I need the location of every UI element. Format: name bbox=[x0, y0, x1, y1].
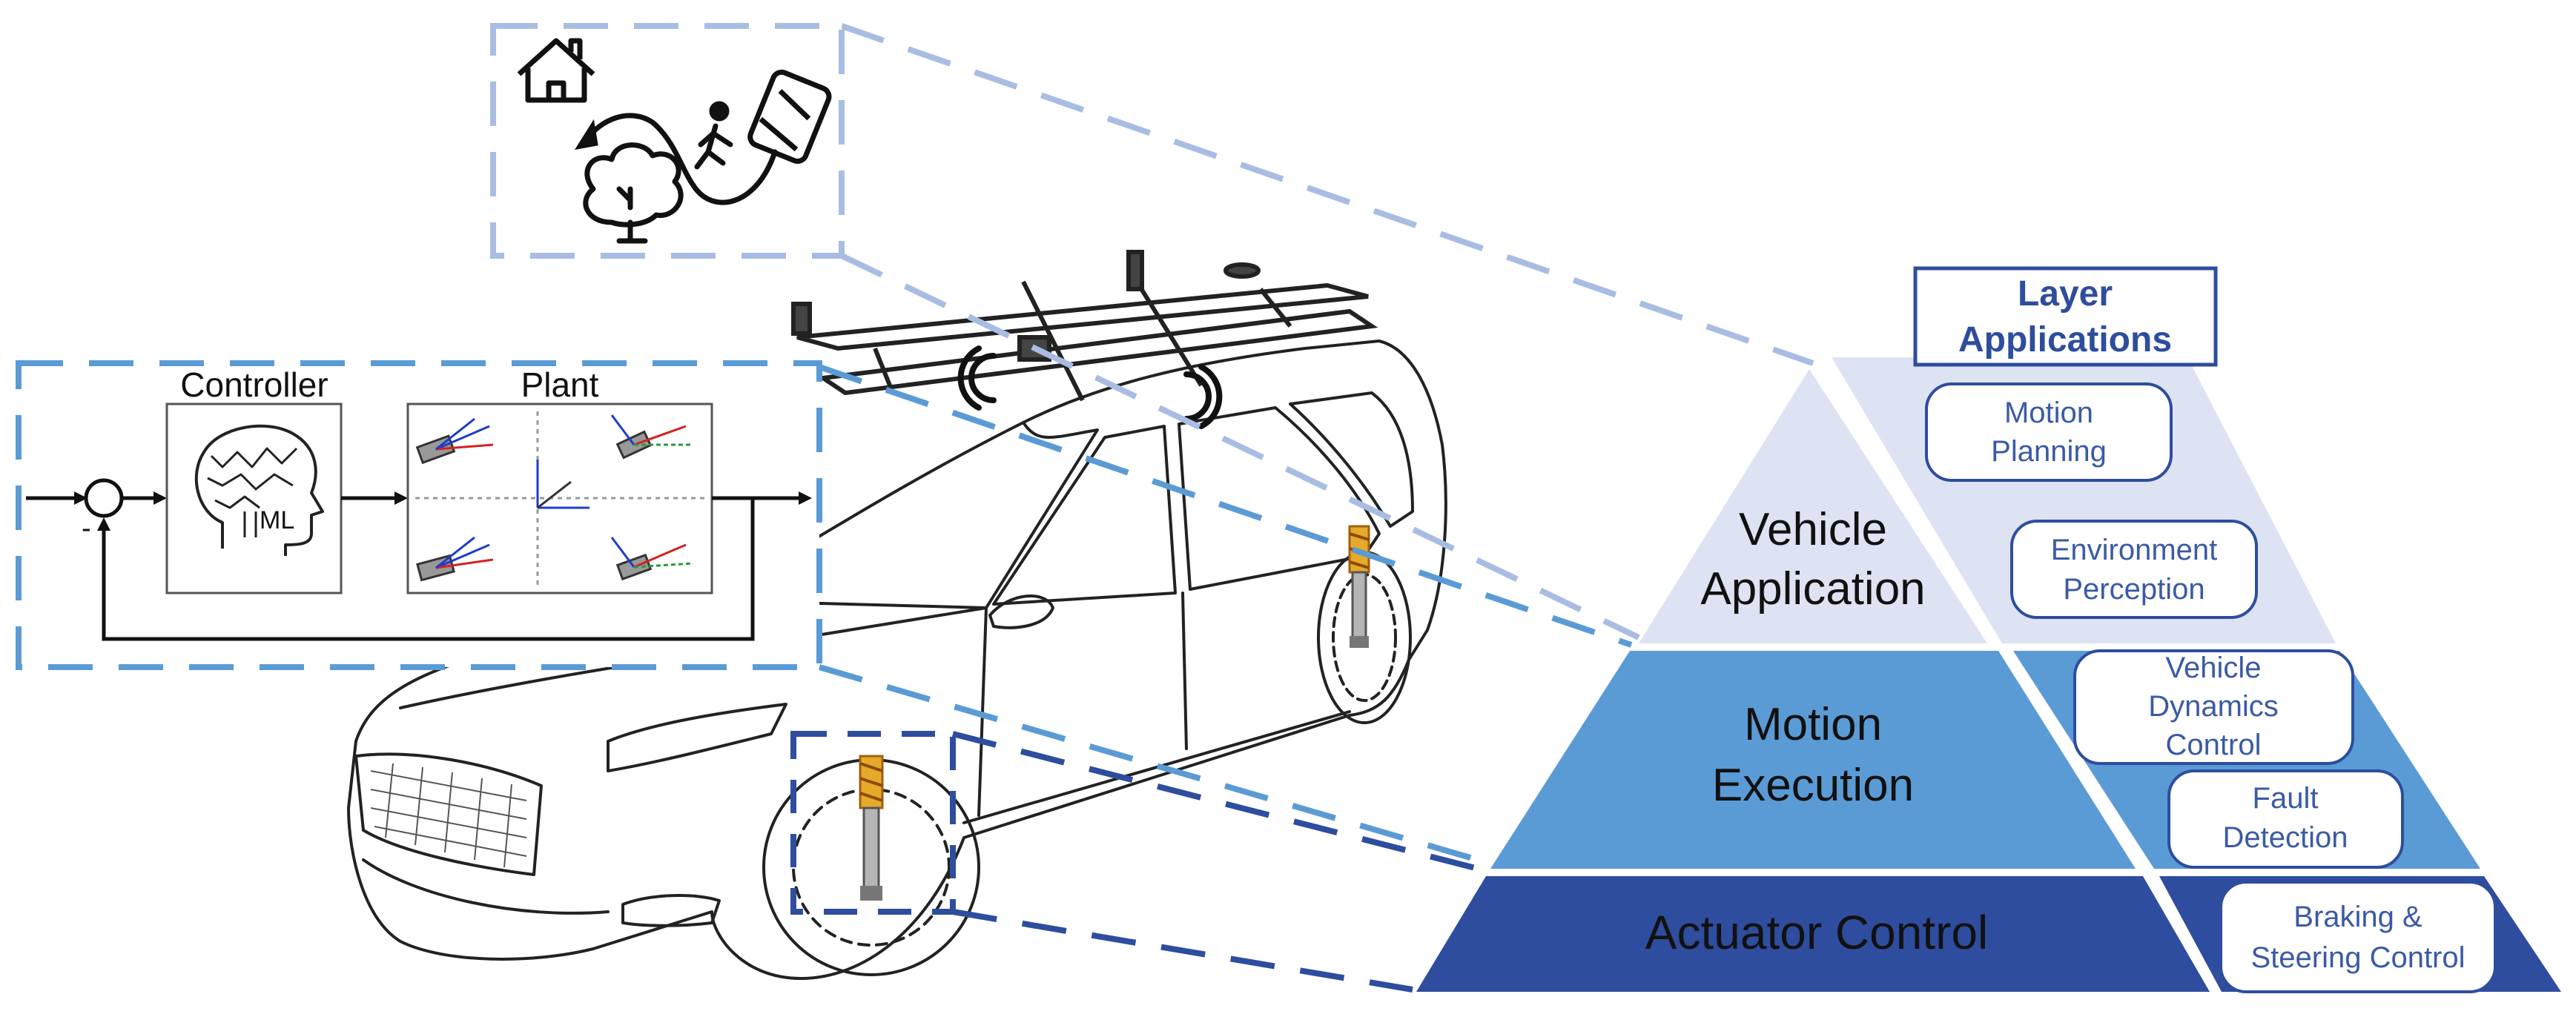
car-grille bbox=[354, 752, 543, 876]
applications-header-line2: Applications bbox=[1958, 320, 2172, 360]
plant-coordinate-sketch bbox=[415, 411, 704, 586]
radar-wave-icon bbox=[957, 345, 1223, 429]
car-window-front bbox=[992, 425, 1177, 606]
control-loop: - Controller ML Plant bbox=[26, 365, 812, 641]
actuator-box bbox=[790, 731, 956, 915]
plant-vehicle-tl bbox=[415, 417, 494, 465]
level-vehicle-application bbox=[1639, 369, 1987, 643]
car-foglight bbox=[621, 894, 721, 927]
applications-header: Layer Applications bbox=[1913, 266, 2218, 367]
projection-light-2 bbox=[840, 253, 1640, 640]
brain-icon bbox=[194, 424, 324, 556]
app-text: Planning bbox=[1991, 435, 2107, 468]
app-text: Environment bbox=[2051, 534, 2218, 566]
car-door-line-1 bbox=[977, 606, 988, 817]
app-text: Dynamics bbox=[2148, 690, 2279, 723]
level-actuator-control bbox=[1416, 876, 2210, 992]
car-windshield bbox=[710, 421, 1099, 609]
app-pill-braking-steering-control: Braking & Steering Control bbox=[2219, 881, 2497, 993]
level-label-application: Application bbox=[1700, 563, 1925, 614]
app-pill-motion-planning: Motion Planning bbox=[1925, 382, 2173, 482]
path-arrow bbox=[574, 113, 778, 205]
car-sill bbox=[962, 710, 1351, 824]
app-text: Fault bbox=[2253, 782, 2319, 815]
plant-vehicle-br bbox=[610, 537, 694, 581]
output-arrowhead bbox=[799, 491, 812, 505]
house-icon bbox=[517, 38, 595, 103]
grille-mesh bbox=[370, 763, 527, 868]
car-window-back bbox=[1289, 391, 1414, 528]
car-side-mirror bbox=[988, 594, 1054, 629]
pedestrian-icon bbox=[694, 101, 733, 170]
feedback-path bbox=[102, 498, 755, 641]
controller-block bbox=[165, 403, 343, 594]
applications-header-line1: Layer bbox=[2018, 274, 2113, 314]
plant-vehicle-tr bbox=[610, 414, 693, 460]
car-headlight bbox=[607, 703, 787, 772]
plant-arrowhead bbox=[394, 491, 408, 505]
level-label-actuator-control: Actuator Control bbox=[1645, 906, 1988, 959]
shock-absorber-icon bbox=[1348, 525, 1370, 648]
vehicle-drawing bbox=[347, 339, 1447, 980]
app-pill-fault-detection: Fault Detection bbox=[2167, 769, 2404, 869]
plant-vehicle-bl bbox=[416, 536, 494, 582]
input-arrowhead bbox=[74, 491, 87, 505]
app-text: Detection bbox=[2223, 821, 2348, 854]
car-door-line-2 bbox=[1181, 592, 1188, 750]
projection-dark-1 bbox=[952, 731, 1487, 874]
summing-junction bbox=[84, 478, 124, 518]
tree-icon bbox=[583, 142, 684, 244]
level-label-execution: Execution bbox=[1712, 760, 1914, 811]
app-text: Braking & bbox=[2293, 901, 2423, 933]
app-text: Steering Control bbox=[2250, 941, 2465, 974]
app-text: Vehicle bbox=[2166, 652, 2262, 684]
app-pill-environment-perception: Environment Perception bbox=[2010, 520, 2258, 619]
projection-mid-2 bbox=[818, 664, 1492, 867]
projection-dark-2 bbox=[952, 909, 1413, 993]
projection-lines bbox=[818, 23, 1814, 993]
car-window-rear bbox=[1178, 406, 1381, 591]
app-text: Perception bbox=[2063, 573, 2205, 606]
level-label-vehicle: Vehicle bbox=[1739, 504, 1887, 555]
shock-absorber-icon bbox=[859, 755, 884, 901]
feedback-arrowhead bbox=[97, 517, 110, 531]
level-motion-execution bbox=[1490, 651, 2136, 869]
car-bumper bbox=[362, 858, 610, 915]
pyramid-levels bbox=[1416, 369, 2210, 992]
plant-label: Plant bbox=[521, 365, 599, 404]
projection-light-1 bbox=[840, 23, 1814, 366]
controller-arrowhead bbox=[153, 491, 167, 505]
level-label-motion: Motion bbox=[1744, 699, 1882, 750]
minus-sign: - bbox=[82, 513, 91, 544]
app-pill-vehicle-dynamics-control: Vehicle Dynamics Control bbox=[2073, 649, 2354, 765]
projection-mid-1 bbox=[818, 364, 1633, 648]
app-text: Control bbox=[2166, 729, 2262, 761]
ml-label: ML bbox=[260, 506, 294, 534]
app-text: Motion bbox=[2004, 397, 2093, 429]
controller-label: Controller bbox=[180, 365, 328, 404]
